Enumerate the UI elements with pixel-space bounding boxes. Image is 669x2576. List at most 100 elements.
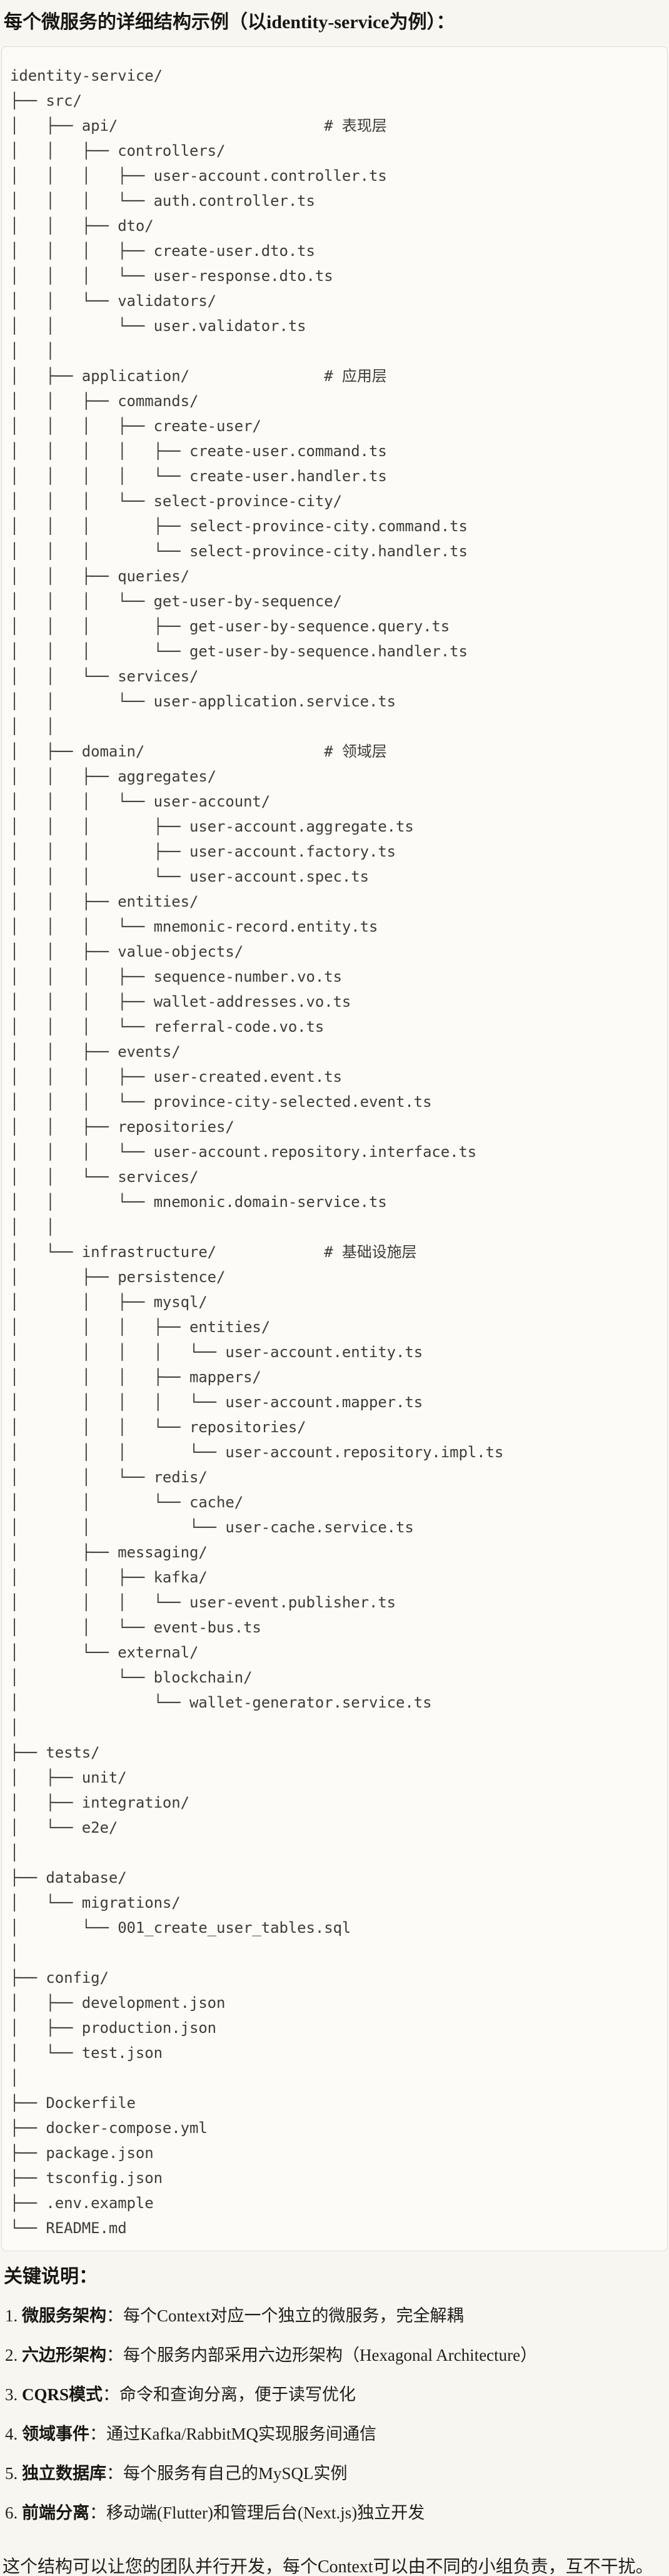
note-item: 2. 六边形架构：每个服务内部采用六边形架构（Hexagonal Archite… xyxy=(1,2336,668,2375)
tree-line: │ │ └── event-bus.ts xyxy=(10,1619,261,1636)
tree-line: └── README.md xyxy=(10,2219,127,2237)
tree-line: │ │ └── user-application.service.ts xyxy=(10,693,396,710)
tree-line: │ └── infrastructure/ # 基础设施层 xyxy=(10,1243,417,1261)
tree-line: │ │ └── redis/ xyxy=(10,1469,208,1486)
tree-line: ├── tsconfig.json xyxy=(10,2169,163,2187)
tree-line: │ └── migrations/ xyxy=(10,1894,181,1912)
tree-line: │ xyxy=(10,1944,19,1962)
page-title: 每个微服务的详细结构示例（以identity-service为例）： xyxy=(4,12,455,33)
tree-line: │ │ │ ├── user-account.aggregate.ts xyxy=(10,818,414,835)
note-label: CQRS模式 xyxy=(22,2385,103,2404)
note-number: 1. xyxy=(5,2306,22,2325)
note-label: 领域事件 xyxy=(22,2425,89,2443)
note-text: ：移动端(Flutter)和管理后台(Next.js)独立开发 xyxy=(89,2503,425,2522)
tree-line: │ │ │ ├── user-created.event.ts xyxy=(10,1068,342,1086)
tree-line: │ │ │ └── referral-code.vo.ts xyxy=(10,1018,324,1036)
note-number: 2. xyxy=(5,2346,22,2365)
tree-line: │ │ │ └── user-event.publisher.ts xyxy=(10,1594,396,1611)
tree-line: │ │ └── validators/ xyxy=(10,292,217,310)
tree-line: │ │ │ └── province-city-selected.event.t… xyxy=(10,1093,432,1111)
tree-line: │ │ │ ├── create-user.dto.ts xyxy=(10,242,315,260)
note-number: 6. xyxy=(5,2503,22,2522)
tree-line: │ │ └── cache/ xyxy=(10,1494,244,1511)
tree-line: │ └── wallet-generator.service.ts xyxy=(10,1694,432,1711)
note-label: 独立数据库 xyxy=(22,2464,106,2483)
tree-line: │ │ │ │ ├── create-user.command.ts xyxy=(10,442,387,460)
tree-line: │ ├── application/ # 应用层 xyxy=(10,367,387,385)
tree-line: │ │ xyxy=(10,342,55,360)
tree-line: ├── src/ xyxy=(10,92,82,109)
tree-line: │ │ └── services/ xyxy=(10,1168,199,1186)
tree-line: │ │ │ ├── entities/ xyxy=(10,1318,271,1336)
tree-line: │ │ │ ├── sequence-number.vo.ts xyxy=(10,968,342,985)
tree-line: │ │ │ └── user-response.dto.ts xyxy=(10,267,333,285)
tree-line: │ └── blockchain/ xyxy=(10,1669,253,1686)
tree-line: ├── .env.example xyxy=(10,2194,154,2212)
tree-line: │ xyxy=(10,1719,19,1736)
tree-line: │ │ │ ├── user-account.controller.ts xyxy=(10,167,387,185)
tree-line: │ │ │ ├── get-user-by-sequence.query.ts xyxy=(10,618,450,635)
tree-line: │ │ │ └── auth.controller.ts xyxy=(10,192,315,210)
tree-line: │ xyxy=(10,2069,19,2087)
note-item: 4. 领域事件：通过Kafka/RabbitMQ实现服务间通信 xyxy=(1,2415,668,2454)
tree-line: │ │ ├── value-objects/ xyxy=(10,943,244,960)
tree-line: │ ├── integration/ xyxy=(10,1794,189,1811)
tree-line: │ │ │ └── repositories/ xyxy=(10,1418,306,1436)
tree-line: │ │ │ ├── mappers/ xyxy=(10,1368,261,1386)
note-text: ：每个服务内部采用六边形架构（Hexagonal Architecture） xyxy=(106,2346,538,2365)
tree-line: │ │ ├── controllers/ xyxy=(10,142,226,160)
note-number: 4. xyxy=(5,2425,22,2443)
note-text: ：每个Context对应一个独立的微服务，完全解耦 xyxy=(106,2306,464,2325)
tree-line: │ xyxy=(10,1844,19,1861)
tree-line: │ │ xyxy=(10,1218,55,1236)
note-item: 1. 微服务架构：每个Context对应一个独立的微服务，完全解耦 xyxy=(1,2296,668,2336)
tree-line: │ │ │ ├── select-province-city.command.t… xyxy=(10,517,468,535)
tree-line: │ │ │ └── mnemonic-record.entity.ts xyxy=(10,918,378,935)
tree-line: identity-service/ xyxy=(10,67,163,84)
note-label: 微服务架构 xyxy=(22,2306,106,2325)
tree-line: │ │ │ │ └── user-account.entity.ts xyxy=(10,1343,423,1361)
tree-line: │ │ ├── queries/ xyxy=(10,568,189,585)
note-label: 六边形架构 xyxy=(22,2346,106,2365)
tree-line: │ │ xyxy=(10,718,55,735)
note-number: 3. xyxy=(5,2385,22,2404)
tree-line: │ │ │ └── get-user-by-sequence.handler.t… xyxy=(10,643,468,660)
tree-line: │ └── 001_create_user_tables.sql xyxy=(10,1919,351,1937)
note-text: ：通过Kafka/RabbitMQ实现服务间通信 xyxy=(89,2425,376,2443)
tree-line: ├── Dockerfile xyxy=(10,2094,136,2112)
tree-line: │ │ │ ├── user-account.factory.ts xyxy=(10,843,396,860)
tree-line: │ │ ├── dto/ xyxy=(10,217,154,235)
tree-line: ├── config/ xyxy=(10,1969,109,1987)
tree-line: │ └── e2e/ xyxy=(10,1819,118,1836)
tree-line: │ │ │ └── user-account/ xyxy=(10,793,271,810)
note-text: ：命令和查询分离，便于读写优化 xyxy=(103,2385,356,2404)
tree-line: │ │ ├── entities/ xyxy=(10,893,199,910)
tree-line: │ │ ├── commands/ xyxy=(10,392,199,410)
tree-line: │ ├── messaging/ xyxy=(10,1544,208,1561)
tree-line: │ │ └── mnemonic.domain-service.ts xyxy=(10,1193,387,1211)
tree-line: │ └── external/ xyxy=(10,1644,199,1661)
note-item: 5. 独立数据库：每个服务有自己的MySQL实例 xyxy=(1,2454,668,2493)
tree-line: │ ├── domain/ # 领域层 xyxy=(10,743,387,760)
tree-line: │ ├── api/ # 表现层 xyxy=(10,117,387,135)
tree-line: │ │ ├── events/ xyxy=(10,1043,181,1061)
directory-tree: identity-service/ ├── src/ │ ├── api/ # 表现… xyxy=(10,63,661,2241)
tree-line: ├── tests/ xyxy=(10,1744,100,1761)
tree-line: │ │ ├── mysql/ xyxy=(10,1293,208,1311)
tree-line: ├── docker-compose.yml xyxy=(10,2119,208,2137)
tree-line: │ ├── production.json xyxy=(10,2019,217,2037)
tree-line: │ │ │ │ └── user-account.mapper.ts xyxy=(10,1393,423,1411)
tree-line: │ │ │ └── user-account.repository.interf… xyxy=(10,1143,477,1161)
note-number: 5. xyxy=(5,2464,22,2483)
tree-line: │ ├── persistence/ xyxy=(10,1268,226,1286)
tree-line: │ │ │ ├── wallet-addresses.vo.ts xyxy=(10,993,351,1011)
tree-line: │ │ └── user-cache.service.ts xyxy=(10,1519,414,1536)
note-text: ：每个服务有自己的MySQL实例 xyxy=(106,2464,348,2483)
tree-line: │ │ │ └── get-user-by-sequence/ xyxy=(10,593,342,610)
tree-line: │ │ │ └── user-account.repository.impl.t… xyxy=(10,1443,504,1461)
tree-line: │ │ ├── repositories/ xyxy=(10,1118,234,1136)
note-item: 3. CQRS模式：命令和查询分离，便于读写优化 xyxy=(1,2375,668,2415)
tree-line: │ └── test.json xyxy=(10,2044,163,2062)
directory-tree-code-block: identity-service/ ├── src/ │ ├── api/ # 表现… xyxy=(1,46,668,2251)
